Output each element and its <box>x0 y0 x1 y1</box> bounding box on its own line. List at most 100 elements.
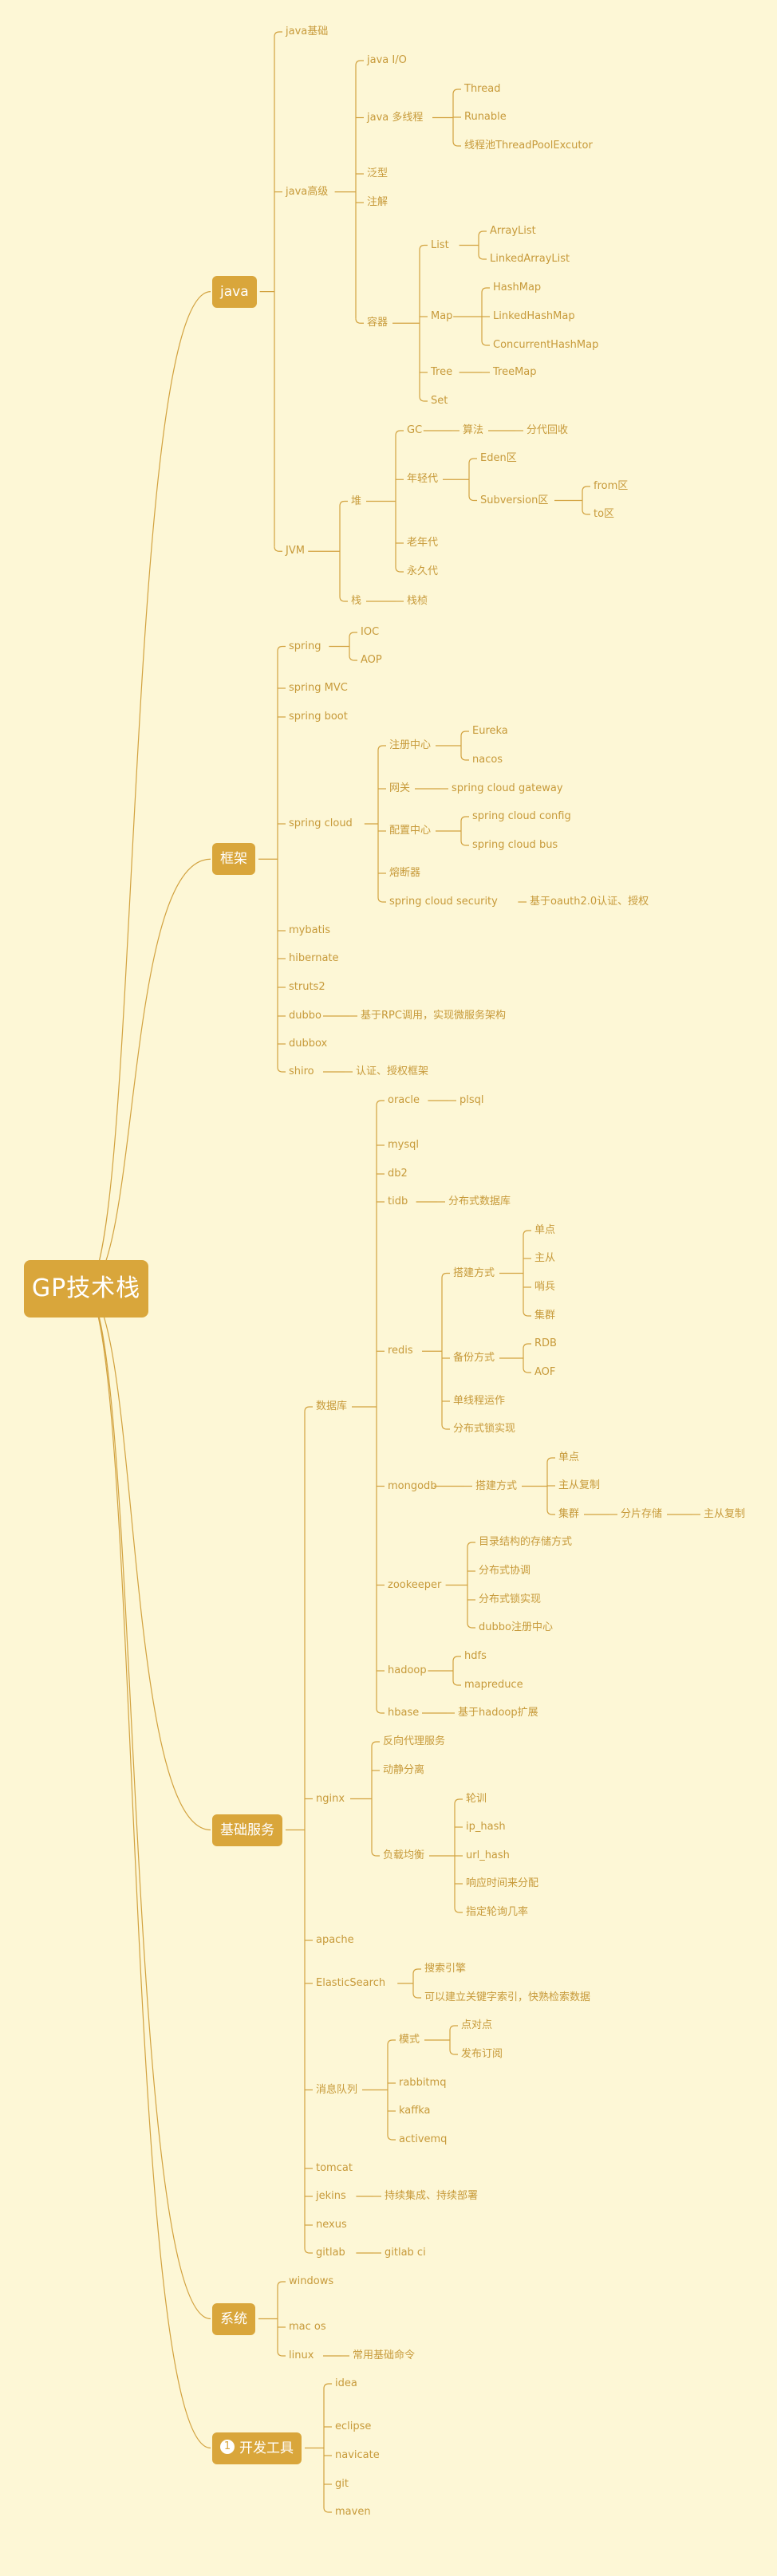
node-runable[interactable]: Runable <box>464 111 507 123</box>
node-node-0-2-0-0-0[interactable]: 算法 <box>463 424 484 436</box>
category-node-3[interactable]: 系统 <box>212 2302 255 2335</box>
node-node-2-1-0[interactable]: 反向代理服务 <box>383 1735 446 1747</box>
node-ioc[interactable]: IOC <box>361 626 380 638</box>
node-dubbox[interactable]: dubbox <box>289 1038 328 1050</box>
node-struts2[interactable]: struts2 <box>289 981 325 993</box>
node-node-2-0-4-0-1[interactable]: 主从 <box>534 1252 556 1264</box>
node-node-0-2-0-1[interactable]: 年轻代 <box>407 473 439 486</box>
node-redis[interactable]: redis <box>388 1345 413 1357</box>
node-rpc[interactable]: 基于RPC调用，实现微服务架构 <box>361 1010 506 1022</box>
node-hadoop[interactable]: hadoop <box>388 1664 427 1676</box>
node-dubbo[interactable]: dubbo <box>289 1010 321 1022</box>
node-spring-mvc[interactable]: spring MVC <box>289 682 348 694</box>
node-maven[interactable]: maven <box>335 2506 371 2518</box>
node-node-2-0-4-0-2[interactable]: 哨兵 <box>534 1281 556 1293</box>
node-java[interactable]: java 多线程 <box>367 111 424 124</box>
node-node-1-3-0[interactable]: 注册中心 <box>389 739 432 751</box>
node-hashmap[interactable]: HashMap <box>493 282 542 293</box>
node-node-0-1-3[interactable]: 注解 <box>367 196 388 208</box>
node-node-0-2-0-2[interactable]: 老年代 <box>407 537 439 549</box>
node-mybatis[interactable]: mybatis <box>289 924 331 936</box>
node-jekins[interactable]: jekins <box>316 2190 346 2202</box>
node-rdb[interactable]: RDB <box>534 1337 557 1349</box>
node-activemq[interactable]: activemq <box>399 2133 448 2145</box>
category-java[interactable]: java <box>212 275 257 308</box>
node-list[interactable]: List <box>431 238 449 251</box>
node-node-3-2-0[interactable]: 常用基础命令 <box>353 2350 416 2361</box>
node-node-2-1-2[interactable]: 负载均衡 <box>383 1849 425 1861</box>
node-gitlab-ci[interactable]: gitlab ci <box>385 2247 426 2259</box>
node-git[interactable]: git <box>335 2478 349 2490</box>
node-node-2-0-6-1[interactable]: 分布式协调 <box>479 1565 531 1577</box>
node-node-2-0-5-0-2-0[interactable]: 分片存储 <box>621 1508 663 1520</box>
node-windows[interactable]: windows <box>289 2275 334 2287</box>
node-spring-cloud-security[interactable]: spring cloud security <box>389 896 498 908</box>
node-oracle[interactable]: oracle <box>388 1094 420 1106</box>
node-node-2-0-4-3[interactable]: 分布式锁实现 <box>453 1423 516 1435</box>
node-spring-boot[interactable]: spring boot <box>289 711 348 723</box>
node-treemap[interactable]: TreeMap <box>493 366 537 378</box>
node-node-1-3-1[interactable]: 网关 <box>389 782 411 794</box>
node-navicate[interactable]: navicate <box>335 2449 380 2461</box>
node-nginx[interactable]: nginx <box>316 1792 345 1805</box>
node-node-2-4[interactable]: 消息队列 <box>316 2083 358 2096</box>
node-hibernate[interactable]: hibernate <box>289 952 339 964</box>
node-idea[interactable]: idea <box>335 2377 357 2389</box>
node-hdfs[interactable]: hdfs <box>464 1650 487 1662</box>
node-node-2-0-5-0-2-0-0[interactable]: 主从复制 <box>704 1508 746 1520</box>
node-node-2-1-2-3[interactable]: 响应时间来分配 <box>466 1877 539 1889</box>
node-node-2-0-3-0[interactable]: 分布式数据库 <box>448 1195 511 1207</box>
node-eden[interactable]: Eden区 <box>480 452 517 464</box>
node-node-2-0-4-0[interactable]: 搭建方式 <box>453 1266 495 1279</box>
node-spring-cloud-config[interactable]: spring cloud config <box>472 810 571 822</box>
root-node[interactable]: GP技术栈 <box>24 1260 148 1318</box>
node-concurrenthashmap[interactable]: ConcurrentHashMap <box>493 339 599 351</box>
node-from[interactable]: from区 <box>594 480 629 492</box>
node-aop[interactable]: AOP <box>361 654 382 666</box>
node-elasticsearch[interactable]: ElasticSearch <box>316 1977 386 1989</box>
node-node-0-2-0[interactable]: 堆 <box>351 494 362 507</box>
node-tree[interactable]: Tree <box>431 366 453 378</box>
node-nexus[interactable]: nexus <box>316 2219 347 2231</box>
node-node-2-0-5-0-2[interactable]: 集群 <box>558 1508 580 1520</box>
node-node-2-0-4-0-3[interactable]: 集群 <box>534 1310 556 1321</box>
node-node-0-1-2[interactable]: 泛型 <box>367 167 388 179</box>
node-node-2-1-2-0[interactable]: 轮训 <box>466 1793 487 1805</box>
node-node-2-0-6-0[interactable]: 目录结构的存储方式 <box>479 1536 573 1548</box>
node-java[interactable]: java基础 <box>286 26 329 37</box>
node-node-1-9-0[interactable]: 认证、授权框架 <box>356 1065 429 1077</box>
node-node-2-6-0[interactable]: 持续集成、持续部署 <box>385 2190 479 2202</box>
node-eureka[interactable]: Eureka <box>472 725 508 737</box>
node-node-2-4-0-0[interactable]: 点对点 <box>461 2019 493 2031</box>
node-node-0-1-4[interactable]: 容器 <box>367 317 388 329</box>
node-node-2-0-4-0-0[interactable]: 单点 <box>534 1224 556 1236</box>
node-node-0-2-0-3[interactable]: 永久代 <box>407 565 439 577</box>
node-spring-cloud[interactable]: spring cloud <box>289 817 353 829</box>
node-threadpoolexcutor[interactable]: 线程池ThreadPoolExcutor <box>464 140 593 152</box>
node-linkedarraylist[interactable]: LinkedArrayList <box>490 253 570 265</box>
node-node-2-1-2-4[interactable]: 指定轮询几率 <box>466 1906 529 1918</box>
node-java-i-o[interactable]: java I/O <box>367 54 407 66</box>
node-tidb[interactable]: tidb <box>388 1195 408 1207</box>
node-node-2-0-4-2[interactable]: 单线程运作 <box>453 1395 506 1407</box>
node-linux[interactable]: linux <box>289 2350 314 2361</box>
node-plsql[interactable]: plsql <box>459 1094 484 1106</box>
node-to[interactable]: to区 <box>594 508 615 520</box>
node-node-2-3-0[interactable]: 搜索引擎 <box>424 1963 467 1975</box>
node-node-2-4-0-1[interactable]: 发布订阅 <box>461 2048 503 2060</box>
node-mac-os[interactable]: mac os <box>289 2321 326 2333</box>
node-subversion[interactable]: Subversion区 <box>480 494 549 506</box>
node-node-2-0-6-2[interactable]: 分布式锁实现 <box>479 1593 542 1605</box>
node-apache[interactable]: apache <box>316 1934 354 1946</box>
node-mapreduce[interactable]: mapreduce <box>464 1679 523 1691</box>
node-spring-cloud-bus[interactable]: spring cloud bus <box>472 839 558 851</box>
node-spring[interactable]: spring <box>289 640 321 652</box>
node-shiro[interactable]: shiro <box>289 1065 314 1077</box>
node-node-2-1-1[interactable]: 动静分离 <box>383 1764 425 1776</box>
node-arraylist[interactable]: ArrayList <box>490 225 536 237</box>
node-node-0-2-1-0[interactable]: 栈桢 <box>407 595 428 607</box>
node-hadoop[interactable]: 基于hadoop扩展 <box>458 1707 538 1719</box>
node-node-2-0[interactable]: 数据库 <box>316 1400 348 1412</box>
node-hbase[interactable]: hbase <box>388 1707 420 1719</box>
